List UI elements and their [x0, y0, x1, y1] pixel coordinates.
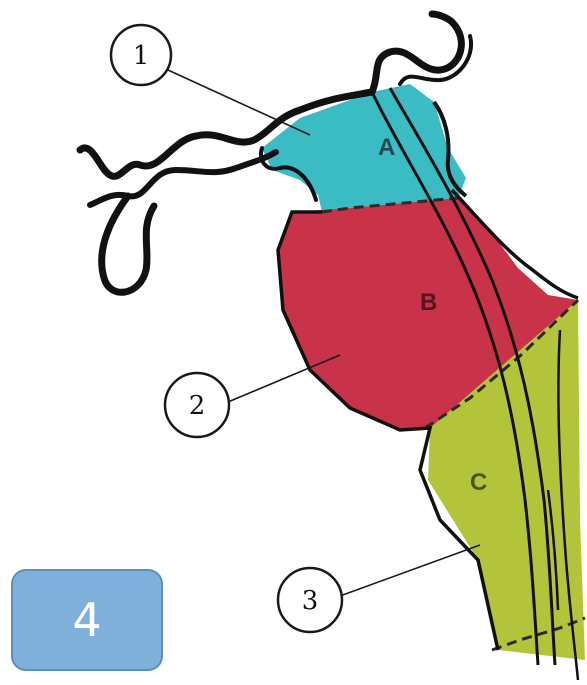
region-a-letter: A: [378, 134, 395, 161]
badge-4: 4: [12, 570, 162, 670]
vessel-loop: [102, 196, 154, 292]
callout-1: 1: [111, 25, 171, 85]
callout-2-label: 2: [189, 391, 206, 421]
badge-4-label: 4: [72, 593, 101, 647]
region-b-letter: B: [420, 289, 437, 316]
callout-2: 2: [165, 373, 229, 437]
leader-line-1: [168, 70, 310, 135]
region-c-letter: C: [470, 469, 487, 496]
callout-3-label: 3: [302, 586, 319, 616]
leader-line-3: [340, 545, 480, 596]
callout-1-label: 1: [133, 41, 150, 71]
callout-3: 3: [278, 568, 342, 632]
